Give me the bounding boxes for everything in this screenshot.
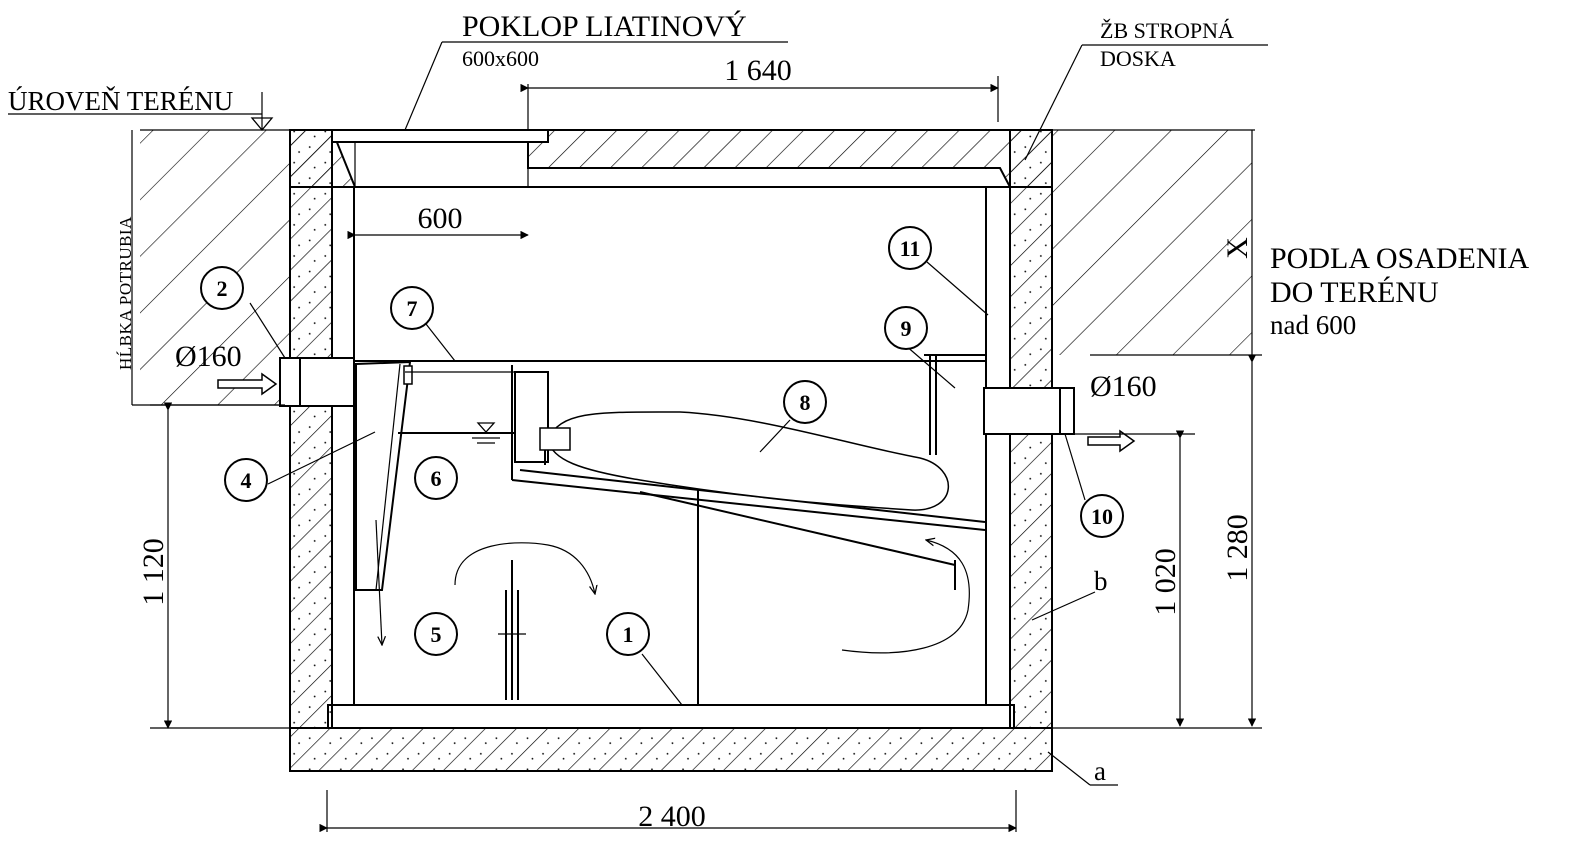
callout-2: 2 <box>200 266 244 310</box>
inner-lining-right <box>985 186 1011 706</box>
svg-text:8: 8 <box>800 390 811 415</box>
dim-inlet-height: 1 120 <box>137 538 170 606</box>
svg-text:10: 10 <box>1091 504 1113 529</box>
coalescence-module-structure <box>405 365 986 705</box>
pipe-depth-label: HĹBKA POTRUBIA <box>116 216 135 370</box>
callout-1: 1 <box>606 612 650 656</box>
wall-label-a: a <box>1094 756 1106 786</box>
svg-text:9: 9 <box>901 316 912 341</box>
wall-label-b: b <box>1094 566 1108 596</box>
depth-note-line2: DO TERÉNU <box>1270 276 1439 309</box>
inlet-pipe <box>279 357 355 407</box>
depth-note-line1: PODLA OSADENIA <box>1270 242 1530 275</box>
sampling-rod-5 <box>498 560 526 700</box>
leader-lines <box>249 41 1268 786</box>
depth-note-line3: nad 600 <box>1270 310 1356 340</box>
ground-level-marker <box>8 92 274 132</box>
svg-text:6: 6 <box>431 466 442 491</box>
callout-5: 5 <box>414 612 458 656</box>
svg-text:4: 4 <box>241 468 252 493</box>
svg-text:2: 2 <box>217 276 228 301</box>
flow-arrows <box>375 519 970 654</box>
svg-text:7: 7 <box>407 296 418 321</box>
filter-insert-8 <box>539 411 949 511</box>
inner-lining-left <box>331 186 355 706</box>
manhole-cover <box>331 129 549 143</box>
top-slab <box>289 129 1053 188</box>
depth-symbol: X <box>1221 237 1254 259</box>
callout-6: 6 <box>414 456 458 500</box>
cover-title: POKLOP LIATINOVÝ <box>462 10 747 43</box>
callout-8: 8 <box>783 380 827 424</box>
outlet-diameter: Ø160 <box>1090 370 1157 403</box>
outlet-pipe <box>983 387 1075 435</box>
cover-size: 600x600 <box>462 46 539 71</box>
inner-bottom-plate <box>327 704 1015 729</box>
callout-10: 10 <box>1080 494 1124 538</box>
dim-outlet-height: 1 020 <box>1149 548 1182 616</box>
inlet-diameter: Ø160 <box>175 340 242 373</box>
svg-text:5: 5 <box>431 622 442 647</box>
tank-left-wall <box>289 129 333 729</box>
callout-4: 4 <box>224 458 268 502</box>
outlet-flow-arrow <box>1087 429 1136 453</box>
callout-9: 9 <box>884 306 928 350</box>
callout-7: 7 <box>390 286 434 330</box>
inlet-flow-arrow <box>217 372 278 396</box>
slab-label-line2: DOSKA <box>1100 46 1176 71</box>
dim-total-height: 1 280 <box>1221 514 1254 582</box>
dim-opening: 600 <box>418 202 463 235</box>
tank-bottom-slab <box>289 727 1053 772</box>
callout-11: 11 <box>888 226 932 270</box>
svg-text:11: 11 <box>900 236 921 261</box>
slab-label-line1: ŽB STROPNÁ <box>1100 18 1234 43</box>
ground-level-label: ÚROVEŇ TERÉNU <box>8 86 233 116</box>
soil-right <box>1052 130 1252 355</box>
water-level-symbol <box>472 422 500 444</box>
inlet-baffle-4 <box>355 360 413 591</box>
dim-total-width: 2 400 <box>638 800 706 833</box>
dim-top-inner: 1 640 <box>724 54 792 87</box>
dimension-lines <box>131 76 1262 833</box>
svg-text:1: 1 <box>623 622 634 647</box>
